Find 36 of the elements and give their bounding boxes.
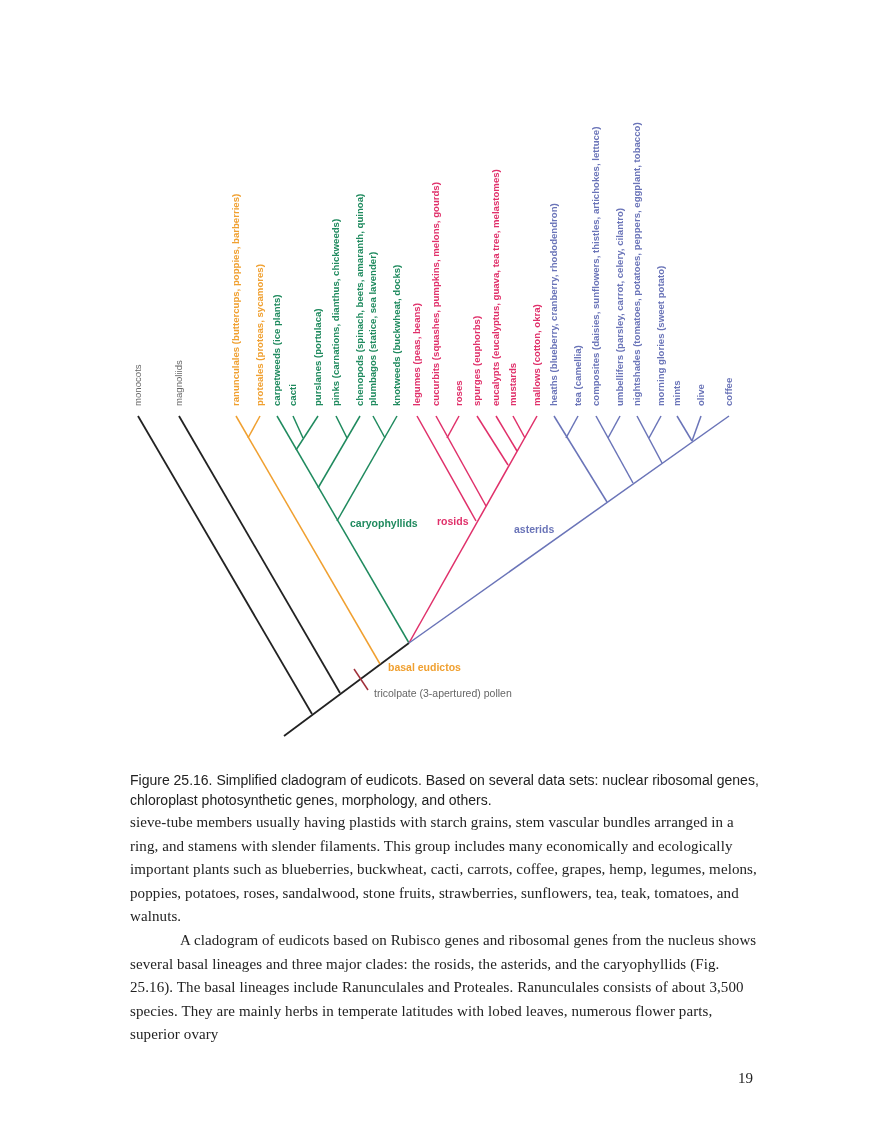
taxon-label: plumbagos (statice, sea lavender) [367,251,379,406]
body-paragraph: sieve-tube members usually having plastids with starch grains, stem vascular bundles arranged in a ring, and stamens with slender filaments. This group includes many economically and ecologically important plants such as blueberries, buckwheat, cacti, carrots, coffee, grapes, hemp, legumes, melons, poppies, potatoes, roses, sandalwood, stone fruits, strawberries, sunflowers, tea, teak, tomatoes, and walnuts. [130,813,758,927]
taxon-label: morning glories (sweet potato) [655,265,667,406]
taxon-label: nightshades (tomatoes, potatoes, peppers, eggplant, tobacco) [631,122,643,406]
clade-label: basal eudictos [388,661,461,673]
taxon-label: heaths (blueberry, cranberry, rhododendron) [548,203,560,406]
taxon-label: purslanes (portulaca) [312,308,324,406]
annotation-label: tricolpate (3-apertured) pollen [374,687,512,699]
taxon-label: coffee [723,377,735,406]
taxon-label: mustards [507,362,519,406]
taxon-label: chenopods (spinach, beets, amaranth, quinoa) [354,193,366,406]
taxon-label: monocots [132,364,144,406]
clade-label: rosids [437,515,469,527]
taxon-label: knotweeds (buckwheat, docks) [391,264,403,406]
taxon-label: carpetweeds (ice plants) [271,294,283,406]
taxon-label: pinks (carnations, dianthus, chickweeds) [330,218,342,406]
taxon-label: legumes (peas, beans) [411,303,423,406]
taxon-label: proteales (proteas, sycamores) [254,264,266,406]
taxon-label: tea (camellia) [572,345,584,406]
figure-caption: Figure 25.16. Simplified cladogram of eudicots. Based on several data sets: nuclear ribosomal genes, chloroplast photosynthetic genes, morphology, and others. [130,771,760,810]
taxon-label: magnoliids [173,360,185,406]
taxon-label: ranunculales (buttercups, poppies, barberries) [230,193,242,406]
taxon-label: spurges (euphorbs) [471,315,483,406]
taxon-label: olive [695,384,707,406]
clade-label: caryophyllids [350,517,418,529]
taxon-label: mallows (cotton, okra) [531,304,543,406]
page-number: 19 [738,1069,754,1088]
taxon-label: umbellifers (parsley, carrot, celery, cilantro) [614,208,626,406]
taxon-label: eucalypts (eucalyptus, guava, tea tree, melastomes) [490,169,502,406]
taxon-label: composites (daisies, sunflowers, thistles, artichokes, lettuce) [590,126,602,406]
taxon-label: mints [671,380,683,406]
taxon-label: roses [453,380,465,406]
taxon-label: cacti [287,384,299,406]
body-paragraph: A cladogram of eudicots based on Rubisco genes and ribosomal genes from the nucleus shows several basal lineages and three major clades: the rosids, the asterids, and the caryophyllids (Fig. 25.16). The basal lineages include Ranunculales and Proteales. Ranunculales consists of about 3,500 species. They are mainly herbs in temperate latitudes with lobed leaves, numerous flower parts, superior ovary [130,930,758,1045]
taxon-label: cucurbits (squashes, pumpkins, melons, gourds) [430,182,442,406]
clade-label: asterids [514,523,555,535]
